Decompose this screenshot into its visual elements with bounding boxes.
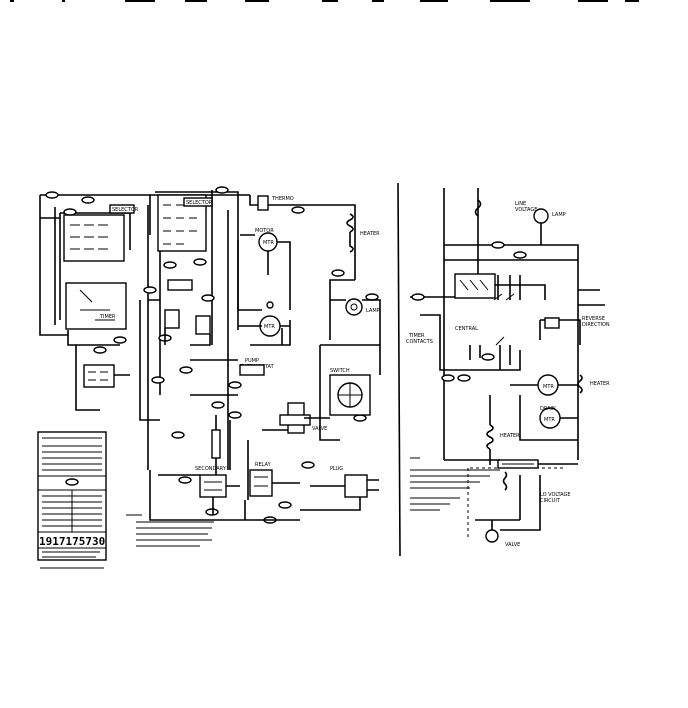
- svg-text:HEATER: HEATER: [500, 433, 520, 439]
- svg-text:DRAIN: DRAIN: [540, 406, 556, 412]
- top-edge-marks: [10, 0, 639, 2]
- svg-text:MTR: MTR: [264, 324, 275, 330]
- svg-text:CENTRAL: CENTRAL: [455, 326, 478, 332]
- svg-text:HEATER: HEATER: [360, 231, 380, 237]
- pictorial-wiring: SELECTOR TIMER: [39, 186, 381, 524]
- svg-text:RELAY: RELAY: [255, 462, 272, 468]
- svg-text:MTR: MTR: [544, 417, 555, 423]
- svg-text:VALVE: VALVE: [505, 542, 520, 548]
- svg-text:THERMO: THERMO: [271, 196, 294, 202]
- svg-text:SWITCH: SWITCH: [330, 368, 350, 374]
- svg-text:PUMP: PUMP: [245, 358, 259, 364]
- svg-text:CIRCUIT: CIRCUIT: [540, 498, 561, 504]
- svg-text:SELECTOR: SELECTOR: [112, 207, 139, 213]
- svg-text:MOTOR: MOTOR: [255, 228, 274, 234]
- panel-divider: [397, 182, 401, 557]
- svg-text:VOLTAGE: VOLTAGE: [515, 207, 537, 213]
- svg-text:MTR: MTR: [543, 384, 554, 390]
- svg-text:REVERSE: REVERSE: [582, 316, 605, 322]
- svg-text:DIRECTION: DIRECTION: [582, 322, 610, 328]
- legend-box: 1917175730: [37, 431, 107, 561]
- schematic-diagram: LINE VOLTAGE LAMP TIMER CONTACTS CENTRAL…: [406, 188, 610, 548]
- svg-text:LINE: LINE: [515, 201, 526, 207]
- svg-text:SECONDARY: SECONDARY: [195, 466, 227, 472]
- svg-text:VALVE: VALVE: [312, 426, 327, 432]
- svg-text:LO VOLTAGE: LO VOLTAGE: [540, 492, 571, 498]
- svg-text:TIMER: TIMER: [99, 314, 116, 320]
- svg-text:SELECTOR: SELECTOR: [186, 200, 213, 206]
- svg-text:LAMP: LAMP: [366, 308, 380, 314]
- part-number: 1917175730: [39, 535, 105, 548]
- svg-text:PLUG: PLUG: [330, 466, 343, 472]
- svg-text:CONTACTS: CONTACTS: [406, 339, 433, 345]
- svg-text:HEATER: HEATER: [590, 381, 610, 387]
- svg-text:MTR: MTR: [263, 240, 274, 246]
- svg-text:TIMER: TIMER: [408, 333, 425, 339]
- notes-text: [40, 514, 214, 569]
- svg-text:LAMP: LAMP: [552, 212, 566, 218]
